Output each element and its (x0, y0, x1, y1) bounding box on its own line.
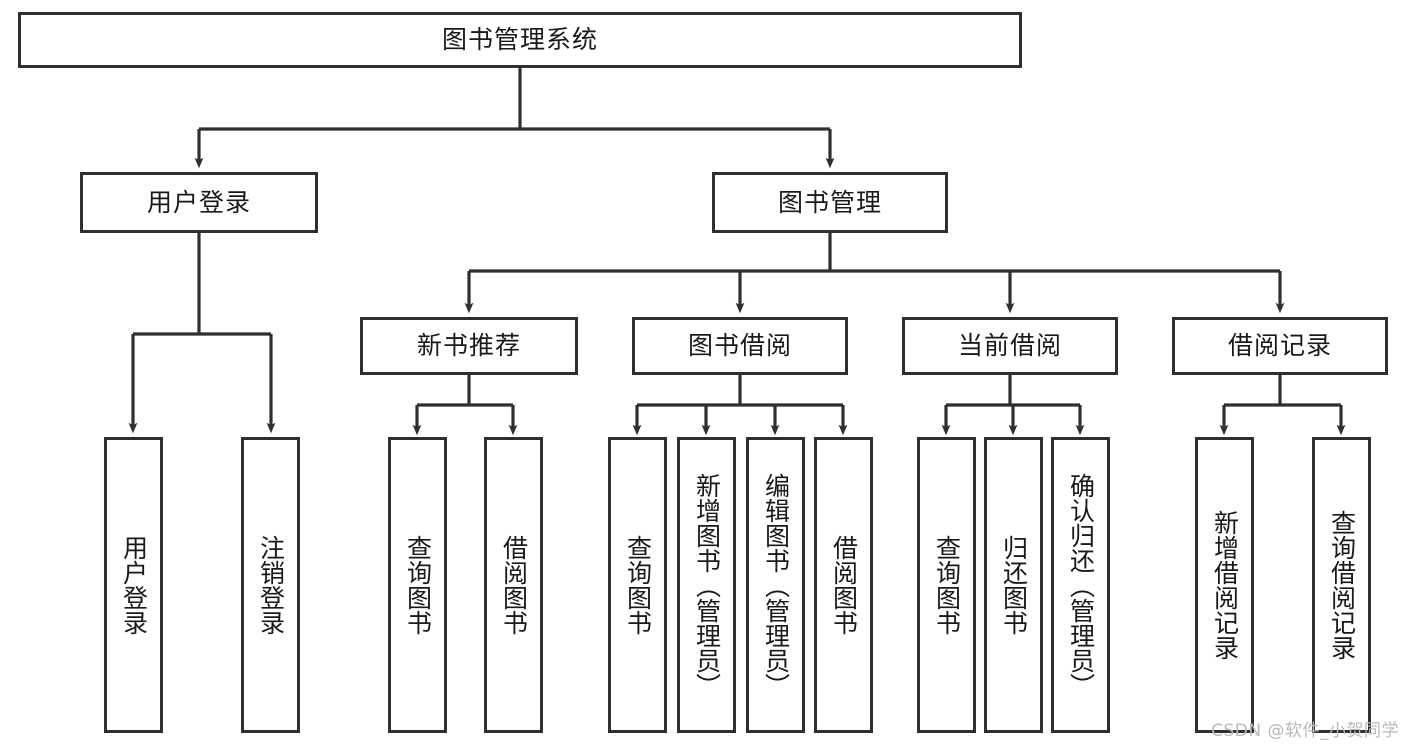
node-label: 图书借阅 (687, 331, 792, 361)
node-label: 查询借阅记录 (1327, 510, 1357, 660)
node-label: 当前借阅 (957, 331, 1062, 361)
leaf-user-login-login[interactable]: 用户登录 (104, 437, 163, 733)
leaf-current-query-book[interactable]: 查询图书 (917, 437, 976, 733)
node-current-borrow[interactable]: 当前借阅 (902, 317, 1118, 375)
leaf-records-query-record[interactable]: 查询借阅记录 (1312, 437, 1371, 733)
leaf-recommend-query-book[interactable]: 查询图书 (388, 437, 447, 733)
node-label: 新书推荐 (416, 331, 521, 361)
node-label: 查询图书 (623, 535, 653, 635)
node-label: 新增借阅记录 (1210, 510, 1240, 660)
node-label: 注销登录 (256, 535, 286, 635)
leaf-current-return-book[interactable]: 归还图书 (984, 437, 1043, 733)
node-label: 新增图书（管理员） (692, 472, 722, 698)
node-label: 归还图书 (999, 535, 1029, 635)
node-book-management[interactable]: 图书管理 (712, 172, 948, 233)
leaf-current-confirm-return-admin[interactable]: 确认归还（管理员） (1051, 437, 1110, 733)
node-label: 编辑图书（管理员） (761, 472, 791, 698)
node-label: 查询图书 (403, 535, 433, 635)
node-label: 借阅图书 (829, 535, 859, 635)
leaf-borrow-query-book[interactable]: 查询图书 (608, 437, 667, 733)
node-label: 借阅记录 (1227, 331, 1332, 361)
node-label: 借阅图书 (499, 535, 529, 635)
watermark-text: CSDN @软件_小贺同学 (1211, 721, 1399, 741)
node-label: 图书管理 (777, 187, 882, 217)
node-new-book-recommend[interactable]: 新书推荐 (360, 317, 578, 375)
node-user-login[interactable]: 用户登录 (80, 172, 318, 233)
node-root-system[interactable]: 图书管理系统 (18, 12, 1022, 68)
node-label: 图书管理系统 (441, 25, 598, 55)
node-label: 用户登录 (119, 535, 149, 635)
node-borrow-records[interactable]: 借阅记录 (1172, 317, 1388, 375)
node-label: 确认归还（管理员） (1066, 472, 1096, 698)
leaf-borrow-add-book-admin[interactable]: 新增图书（管理员） (677, 437, 736, 733)
node-label: 用户登录 (146, 187, 251, 217)
leaf-borrow-borrow-book[interactable]: 借阅图书 (814, 437, 873, 733)
leaf-records-add-record[interactable]: 新增借阅记录 (1195, 437, 1254, 733)
node-book-borrow[interactable]: 图书借阅 (632, 317, 848, 375)
node-label: 查询图书 (932, 535, 962, 635)
leaf-user-login-logout[interactable]: 注销登录 (241, 437, 300, 733)
leaf-recommend-borrow-book[interactable]: 借阅图书 (484, 437, 543, 733)
leaf-borrow-edit-book-admin[interactable]: 编辑图书（管理员） (746, 437, 805, 733)
